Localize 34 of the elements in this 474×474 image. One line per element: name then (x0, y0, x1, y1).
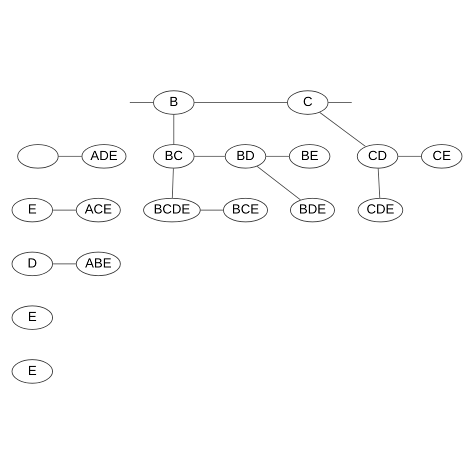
node-ellipse: E (12, 359, 54, 384)
node-ellipse: C (287, 90, 329, 115)
node-ellipse: BD (224, 144, 266, 169)
node-ellipse: BCE (222, 198, 268, 222)
connector (256, 166, 301, 200)
connector (173, 114, 174, 145)
connector (52, 210, 77, 211)
node-ellipse: CD (356, 144, 398, 169)
connector (129, 102, 154, 104)
node-ellipse: E (12, 305, 54, 330)
connector (200, 210, 224, 211)
connector (194, 102, 288, 104)
node-ellipse: CDE (358, 198, 404, 222)
connector (172, 168, 174, 199)
node-ellipse: CE (420, 144, 462, 169)
connector (319, 112, 366, 147)
node-ellipse: ACE (76, 198, 121, 222)
node-ellipse: D (12, 252, 54, 276)
node-ellipse: E (12, 198, 54, 222)
connector (378, 168, 380, 199)
connector (194, 156, 226, 157)
node-ellipse: ADE (81, 144, 126, 169)
connector (328, 102, 352, 104)
connector (58, 156, 82, 157)
node-ellipse: BC (153, 144, 195, 169)
connector (397, 156, 422, 157)
node-ellipse: BE (288, 144, 330, 169)
node-ellipse (17, 144, 59, 169)
node-ellipse: B (153, 90, 195, 115)
connector (52, 263, 77, 264)
connector (265, 156, 290, 157)
node-ellipse: BCDE (143, 198, 201, 222)
node-ellipse: ABE (76, 252, 121, 276)
node-ellipse: BDE (290, 198, 335, 222)
